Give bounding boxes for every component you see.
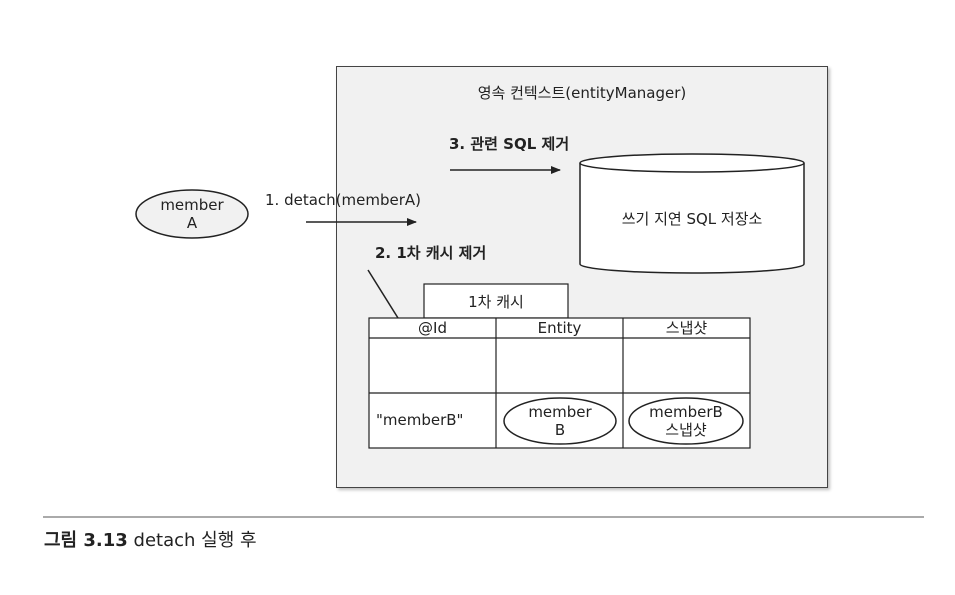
member-a-line1: member bbox=[160, 196, 224, 214]
col-header-entity: Entity bbox=[537, 319, 582, 337]
row2-entity-line2: B bbox=[554, 421, 566, 439]
col-header-id: @Id bbox=[418, 319, 447, 337]
sql-store-cylinder bbox=[579, 153, 805, 274]
row2-id: "memberB" bbox=[376, 411, 464, 429]
row2-entity-line1: member bbox=[528, 403, 592, 421]
sql-store-label: 쓰기 지연 SQL 저장소 bbox=[621, 210, 763, 228]
member-a-line2: A bbox=[186, 214, 198, 232]
step3-label: 3. 관련 SQL 제거 bbox=[449, 135, 570, 153]
row2-snapshot-line2: 스냅샷 bbox=[665, 421, 707, 439]
figure-caption-text: detach 실행 후 bbox=[133, 530, 257, 551]
figure-caption: 그림 3.13 detach 실행 후 bbox=[44, 526, 257, 552]
context-title: 영속 컨텍스트(entityManager) bbox=[477, 84, 687, 102]
row2-snapshot-line1: memberB bbox=[649, 403, 723, 421]
col-header-snapshot: 스냅샷 bbox=[665, 319, 708, 337]
cache-title: 1차 캐시 bbox=[468, 293, 524, 311]
member-b-snapshot-ellipse bbox=[628, 397, 744, 445]
row2-entity: member B bbox=[504, 403, 616, 439]
row2-snapshot: memberB 스냅샷 bbox=[629, 403, 743, 439]
member-a-ellipse bbox=[135, 189, 249, 239]
step1-label: 1. detach(memberA) bbox=[265, 191, 421, 209]
figure-number: 그림 3.13 bbox=[44, 530, 128, 551]
member-b-ellipse bbox=[503, 397, 617, 445]
step2-label: 2. 1차 캐시 제거 bbox=[375, 244, 487, 262]
member-a-label: member A bbox=[136, 196, 248, 232]
